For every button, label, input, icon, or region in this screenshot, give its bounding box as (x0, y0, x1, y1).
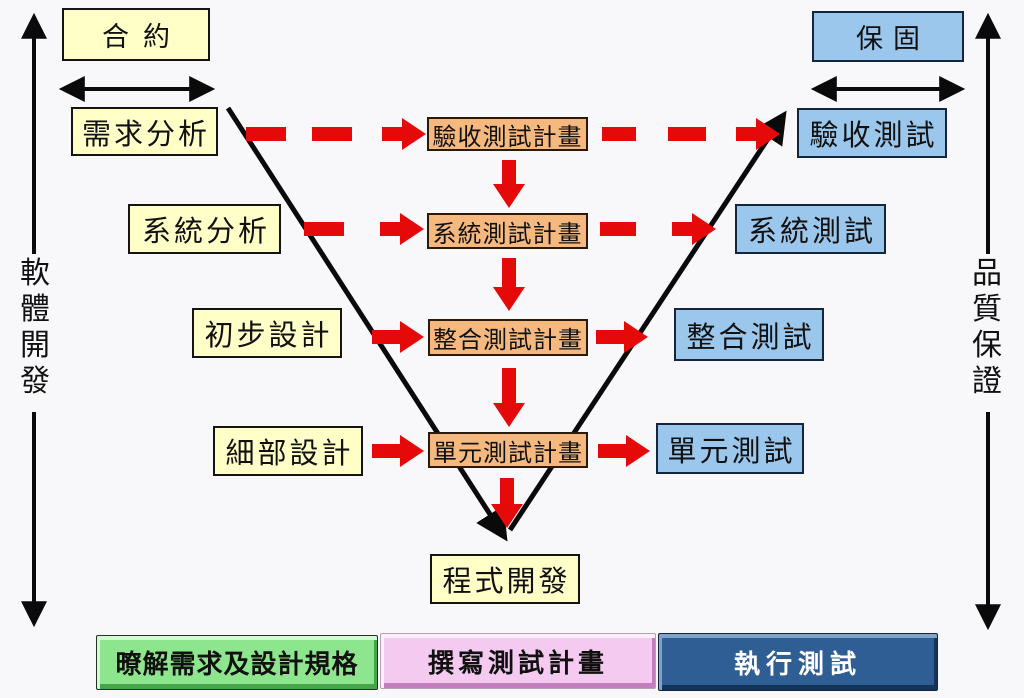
system-analysis-box: 系統分析 (128, 204, 281, 254)
warranty-box: 保固 (812, 11, 964, 62)
red-arrow-row4-right (598, 435, 650, 467)
system-test-box: 系統測試 (735, 204, 886, 254)
unit-test-box: 單元測試 (656, 423, 804, 474)
red-arrow-row4-left (372, 435, 424, 467)
quality-assurance-axis-label: 品質保證 (972, 256, 1002, 399)
unit-test-plan-box: 單元測試計畫 (428, 432, 588, 468)
program-development-box: 程式開發 (430, 554, 580, 604)
red-dashed-arrow-row2-right (600, 213, 716, 245)
integration-test-box: 整合測試 (674, 308, 824, 361)
red-dashed-arrow-row1-left (246, 118, 426, 150)
legend-write-test-plans-bar: 撰寫測試計畫 (380, 633, 656, 689)
red-arrow-row3-right (596, 321, 648, 353)
detailed-design-box: 細部設計 (213, 426, 363, 476)
red-down-arrow-2 (493, 258, 525, 311)
red-down-arrow-3 (493, 368, 525, 427)
software-development-axis-label: 軟體開發 (20, 256, 50, 399)
contract-box: 合約 (62, 8, 210, 61)
acceptance-test-box: 驗收測試 (797, 108, 947, 158)
red-arrow-row3-left (372, 321, 424, 353)
requirements-analysis-box: 需求分析 (71, 107, 218, 156)
preliminary-design-box: 初步設計 (192, 308, 342, 358)
red-down-arrow-4 (491, 478, 523, 528)
legend-understand-requirements-bar: 暸解需求及設計規格 (96, 635, 378, 690)
red-dashed-arrow-row2-left (304, 213, 424, 245)
legend-execute-tests-bar: 執行測試 (658, 633, 938, 691)
integration-test-plan-box: 整合測試計畫 (428, 319, 588, 356)
acceptance-test-plan-box: 驗收測試計畫 (427, 117, 588, 151)
system-test-plan-box: 系統測試計畫 (427, 213, 588, 249)
red-down-arrow-1 (493, 160, 525, 208)
red-dashed-arrow-row1-right (602, 118, 780, 150)
